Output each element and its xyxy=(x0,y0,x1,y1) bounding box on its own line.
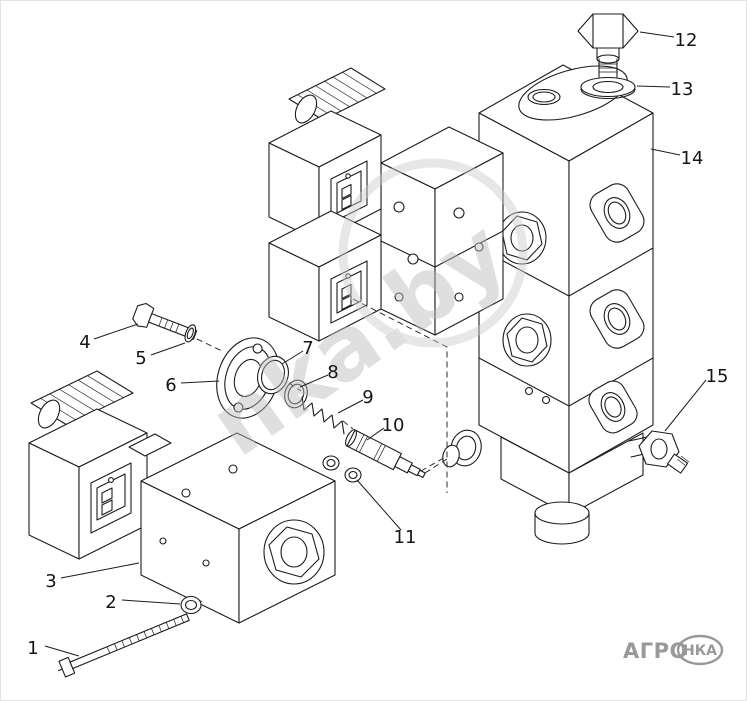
logo-suffix-text: НКА xyxy=(683,643,717,659)
spool-10 xyxy=(345,429,426,479)
seal-ring-8 xyxy=(284,379,308,409)
agronka-logo: АГРО НКА xyxy=(623,634,724,666)
callout-5: 5 xyxy=(135,348,146,369)
callout-15: 15 xyxy=(706,366,729,387)
front-hex-plug-upper xyxy=(497,211,547,265)
spring-9 xyxy=(301,396,345,435)
projection-dashed-lines xyxy=(196,298,448,493)
callout-4: 4 xyxy=(79,332,90,353)
flange-6 xyxy=(216,337,280,419)
seal-rings-11 xyxy=(322,455,362,483)
callout-14: 14 xyxy=(681,148,704,169)
hex-plug-bolt-12 xyxy=(577,13,639,78)
callout-10: 10 xyxy=(382,415,405,436)
block-hex-plug xyxy=(263,519,325,585)
callout-12: 12 xyxy=(675,30,698,51)
callout-3: 3 xyxy=(45,571,56,592)
coil-connector xyxy=(90,462,132,534)
washer-2 xyxy=(180,595,203,615)
cartridge-bore-boss xyxy=(442,429,482,468)
mounting-bolt-4 xyxy=(132,302,198,343)
seal-ring-7 xyxy=(257,355,289,395)
logo-oval xyxy=(676,634,724,666)
upper-solenoid-tube xyxy=(288,67,386,124)
callout-2: 2 xyxy=(105,592,116,613)
side-port-1 xyxy=(589,183,645,243)
front-hex-plug-lower xyxy=(502,313,552,367)
lower-solenoid-valve xyxy=(28,370,336,624)
callout-leader-lines xyxy=(44,31,707,657)
callout-numbers: 1 2 3 4 5 6 7 8 9 10 11 12 13 14 15 xyxy=(27,30,728,659)
intermediate-section-block xyxy=(380,126,504,336)
logo-prefix-text: АГРО xyxy=(623,639,688,663)
callout-9: 9 xyxy=(362,387,373,408)
callout-11: 11 xyxy=(394,527,417,548)
long-bolt-1 xyxy=(57,613,190,678)
callout-7: 7 xyxy=(302,338,313,359)
body-lower-section xyxy=(500,432,644,545)
callout-6: 6 xyxy=(165,375,176,396)
callout-8: 8 xyxy=(327,362,338,383)
callout-1: 1 xyxy=(27,638,38,659)
watermark-circle xyxy=(338,158,528,348)
side-port-3 xyxy=(588,380,638,434)
callout-13: 13 xyxy=(671,79,694,100)
side-port-2 xyxy=(589,289,645,349)
sealing-washer-13 xyxy=(580,76,636,100)
fitting-15 xyxy=(628,430,690,474)
